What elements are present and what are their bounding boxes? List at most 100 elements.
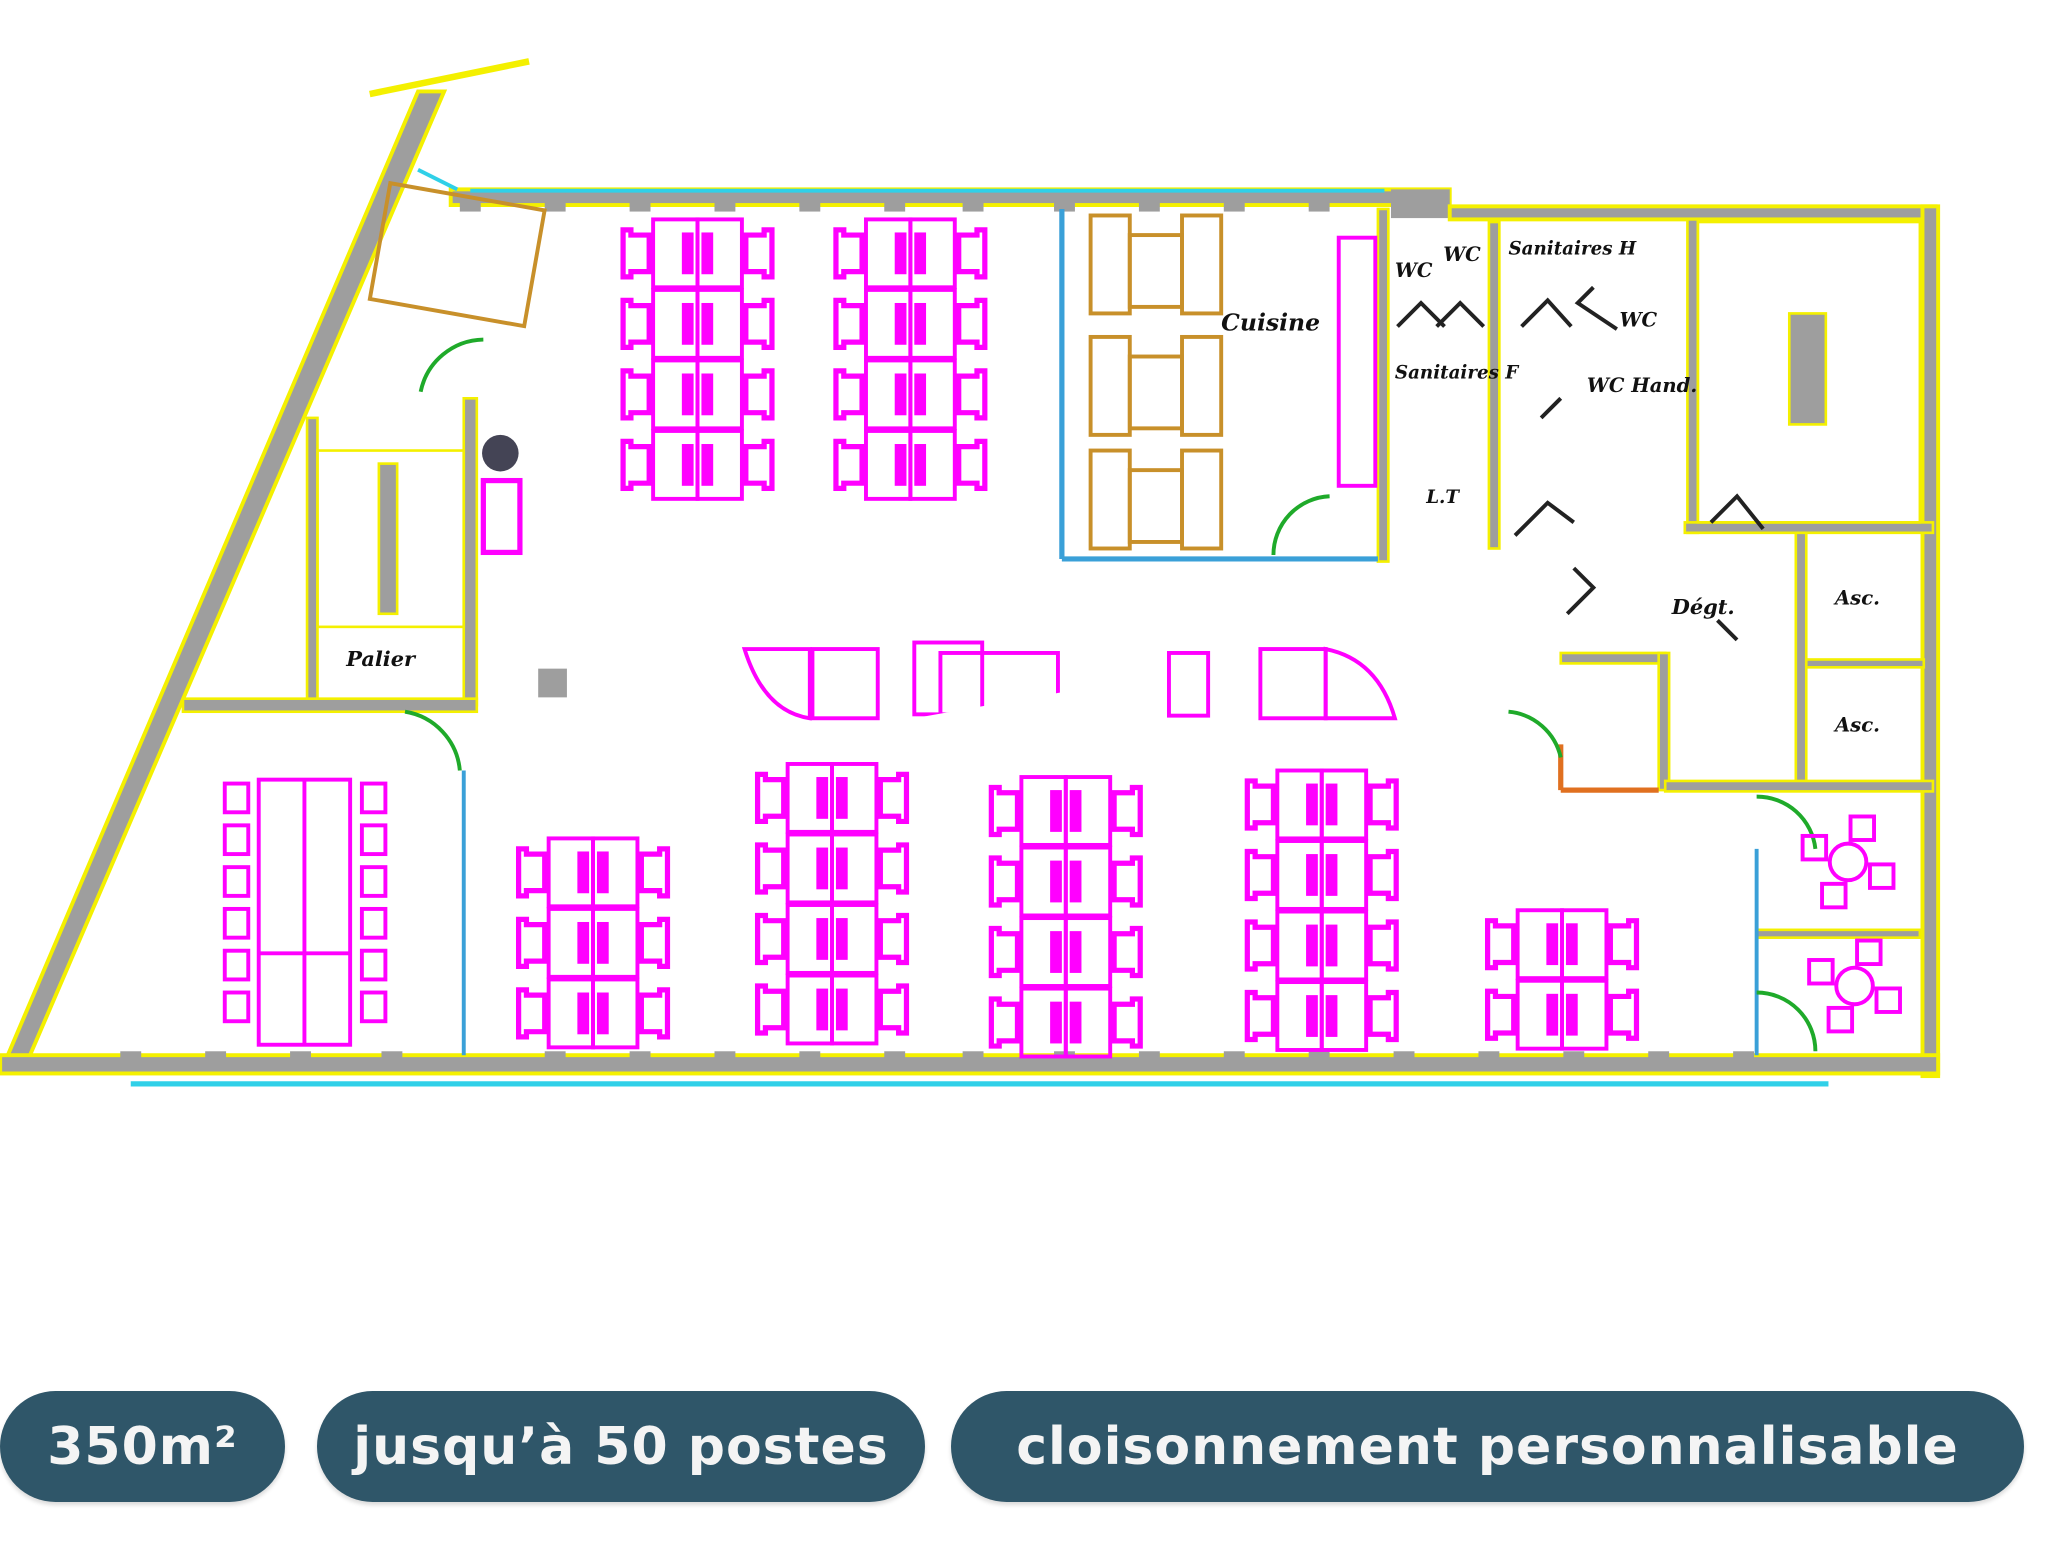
desk [1319, 768, 1369, 841]
desk [830, 762, 879, 834]
chair [1244, 919, 1277, 972]
label-sanitaires-h: Sanitaires H [1509, 239, 1637, 260]
label-kitchen: Cuisine [1221, 308, 1320, 336]
chair [1111, 996, 1143, 1049]
desk [1063, 916, 1113, 988]
lounge-sofa [367, 180, 547, 329]
desk [908, 358, 957, 431]
desk [695, 358, 744, 431]
chair [620, 297, 652, 350]
chair [956, 438, 988, 492]
chair [833, 368, 865, 421]
chair [701, 444, 714, 486]
chair [894, 232, 907, 275]
bench [1180, 213, 1224, 316]
chair [1325, 783, 1338, 826]
chair [577, 992, 590, 1035]
pillar [1308, 193, 1330, 212]
chair [1244, 778, 1277, 831]
desk-cluster [754, 762, 910, 1046]
chair [1607, 988, 1640, 1041]
chair [754, 983, 787, 1036]
pillar [120, 1051, 142, 1070]
chair [743, 227, 775, 280]
bench [1088, 213, 1132, 316]
chair [1800, 833, 1829, 862]
desk [1319, 909, 1369, 982]
chair [754, 771, 787, 825]
desk-cluster [620, 217, 775, 501]
chair [743, 297, 775, 350]
meeting-table [222, 777, 388, 1047]
desk-cluster [515, 836, 671, 1050]
chair [1050, 1001, 1062, 1044]
pillars [120, 193, 1755, 1070]
desk-cluster [833, 217, 988, 501]
chair [877, 912, 910, 966]
staircase-right [1696, 220, 1922, 524]
chair [835, 988, 848, 1031]
bench [1088, 334, 1132, 437]
doors [404, 285, 1818, 1052]
chair [359, 823, 388, 857]
chair [835, 918, 848, 960]
chair [1820, 881, 1848, 910]
chair [894, 444, 907, 486]
pillar [205, 1051, 227, 1070]
chair [1546, 923, 1559, 966]
chair [1050, 860, 1062, 903]
desk [1063, 775, 1113, 847]
chair [743, 438, 775, 492]
label-lt: L.T [1425, 487, 1460, 508]
chair [914, 373, 927, 416]
chair [1868, 862, 1896, 890]
chair [681, 373, 694, 416]
kitchen-furniture [367, 180, 1224, 551]
chair [743, 368, 775, 421]
chair [1367, 989, 1399, 1043]
chair [638, 846, 671, 899]
table [1127, 468, 1184, 544]
chair [359, 906, 388, 940]
table [1127, 354, 1184, 431]
chair [914, 232, 927, 275]
chair [1848, 814, 1876, 842]
chair [515, 846, 548, 899]
pillar [714, 193, 736, 212]
workstations-badge-label: jusqu’à 50 postes [353, 1416, 889, 1477]
desk [695, 217, 744, 290]
pillar [1733, 1051, 1755, 1070]
chair [1325, 924, 1338, 967]
chair [596, 921, 609, 964]
chair [1111, 925, 1143, 979]
pillar [538, 668, 567, 698]
chair [1565, 993, 1578, 1036]
chair [1367, 919, 1399, 972]
label-wc: WC [1395, 259, 1433, 282]
desk [1319, 980, 1369, 1052]
lounge-seating [1800, 814, 1902, 1034]
chair [1855, 938, 1883, 967]
chair [1069, 860, 1082, 903]
desk-clusters [515, 217, 1640, 1059]
chair [577, 851, 590, 894]
chair [988, 784, 1021, 838]
chair [835, 777, 848, 819]
pillar [544, 1051, 566, 1070]
chair [1325, 995, 1338, 1037]
chair [914, 302, 927, 345]
desk [695, 428, 744, 501]
chair [877, 983, 910, 1036]
chair [833, 438, 865, 492]
chair [620, 227, 652, 280]
desk [908, 217, 957, 290]
pillar [884, 193, 906, 212]
label-asc: Asc. [1833, 587, 1880, 610]
desk [1319, 839, 1369, 911]
plant-icon [480, 434, 523, 556]
chair [1069, 931, 1082, 973]
chair [816, 988, 829, 1031]
staircase-left [316, 449, 466, 629]
chair [1826, 1005, 1855, 1034]
